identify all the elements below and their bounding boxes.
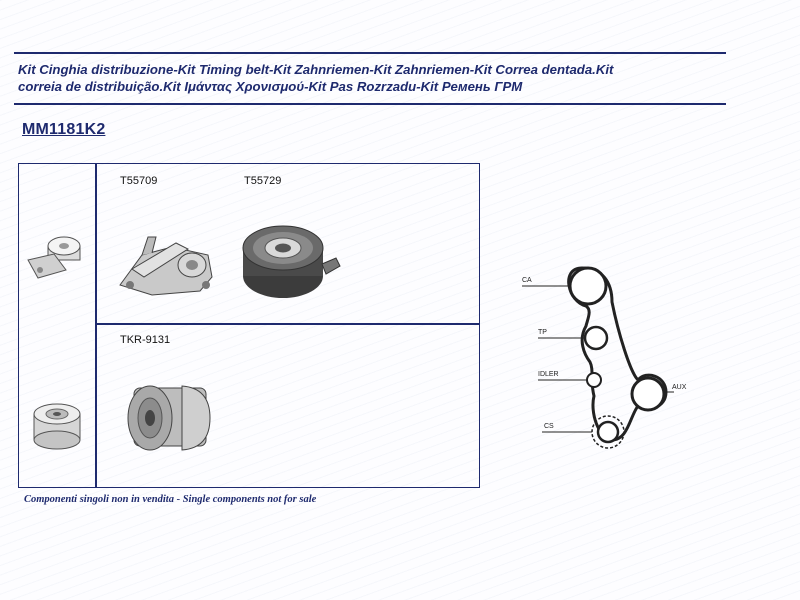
belt-diagram-labels: CA TP IDLER AUX CS xyxy=(522,277,687,430)
kit-code: MM1181K2 xyxy=(22,121,106,138)
label-aux: AUX xyxy=(672,384,687,391)
part-code-tkr-9131: TKR-9131 xyxy=(120,334,171,346)
label-cs: CS xyxy=(544,423,554,430)
label-tp: TP xyxy=(538,329,547,336)
part-code-t55709: T55709 xyxy=(120,175,158,187)
bottom-rule xyxy=(14,103,726,105)
tensioner-thumbnail-icon xyxy=(27,236,81,279)
parts-frame-divider-horizontal xyxy=(95,323,480,325)
label-idler: IDLER xyxy=(538,371,559,378)
tensioner-pulley-icon xyxy=(242,225,341,298)
belt-tensioner-icon xyxy=(119,236,213,296)
crankshaft-pulley-mark xyxy=(596,420,620,444)
part-code-t55729: T55729 xyxy=(244,175,282,187)
label-ca: CA xyxy=(522,277,532,284)
idler-thumbnail-icon xyxy=(33,403,81,450)
title-line-2: correia de distribuição.Kit Ιμάντας Χρον… xyxy=(18,79,523,94)
idler-pulley-icon xyxy=(127,385,211,451)
belt-routing-diagram xyxy=(522,266,674,449)
top-rule xyxy=(14,52,726,54)
parts-frame-divider-vertical xyxy=(95,163,97,488)
footer-note: Componenti singoli non in vendita - Sing… xyxy=(24,494,317,505)
aux-pulley-mark xyxy=(630,376,666,412)
parts-frame xyxy=(18,163,480,488)
title-line-1: Kit Cinghia distribuzione-Kit Timing bel… xyxy=(18,62,614,77)
kit-title: Kit Cinghia distribuzione-Kit Timing bel… xyxy=(18,61,718,95)
